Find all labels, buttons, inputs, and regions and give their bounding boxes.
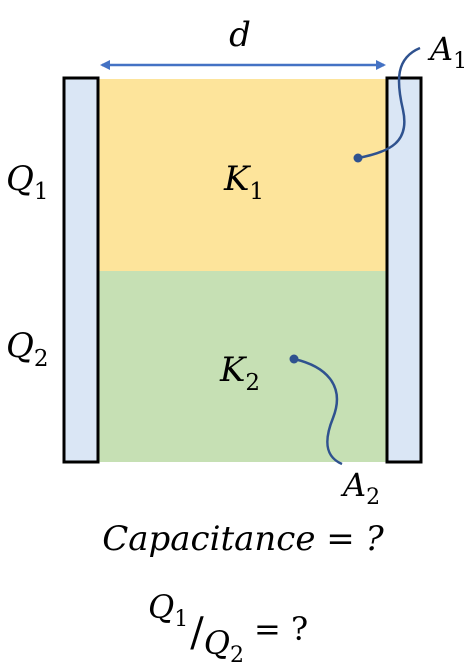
a2-pointer-line — [293, 357, 343, 466]
label-a2: A2 — [340, 466, 380, 510]
label-q2: Q2 — [6, 326, 49, 372]
a2-pointer-dot — [289, 354, 299, 364]
label-q1: Q1 — [6, 159, 49, 205]
label-k2: K2 — [219, 350, 260, 396]
dimension-label: d — [229, 15, 251, 55]
a1-pointer-dot — [353, 153, 363, 163]
question-ratio: Q1/Q2= ? — [148, 588, 308, 668]
label-k1: K1 — [223, 159, 264, 205]
dielectric-top-region — [99, 79, 387, 271]
a1-pointer-line — [357, 46, 421, 160]
dielectric-bottom-region — [99, 271, 387, 462]
question-capacitance: Capacitance = ? — [102, 519, 384, 559]
label-a1: A1 — [427, 30, 467, 74]
right-plate — [385, 76, 423, 464]
left-plate — [62, 76, 100, 464]
